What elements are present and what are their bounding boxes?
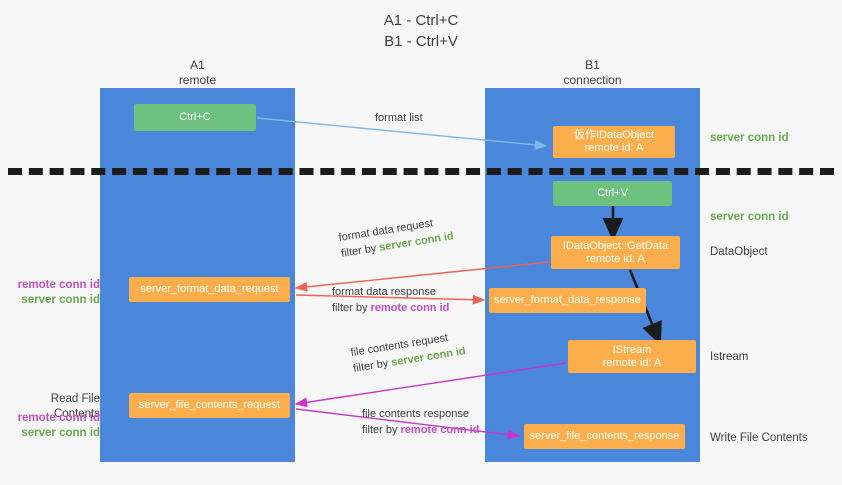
box-ctrl-v[interactable]: Ctrl+V bbox=[553, 181, 672, 206]
box-ctrl-c[interactable]: Ctrl+C bbox=[134, 104, 256, 131]
box-server-format-data-request[interactable]: server_format_data_request bbox=[129, 277, 290, 302]
label-server-conn-id-left-top: server conn id bbox=[21, 294, 100, 306]
annotation-format-data-response-text: format data response bbox=[332, 286, 436, 298]
box-ctrl-v-label: Ctrl+V bbox=[597, 187, 628, 199]
annotation-format-data-response-filter-key: remote conn id bbox=[370, 302, 450, 314]
column-b1-name: B1 bbox=[585, 58, 600, 72]
column-header-a1: A1 remote bbox=[100, 58, 295, 88]
column-a1-role: remote bbox=[178, 73, 217, 87]
column-header-b1: B1 connection bbox=[485, 58, 700, 88]
label-left-conn-ids-bottom: remote conn id server conn id bbox=[8, 411, 100, 441]
box-istream-line2: remote id: A bbox=[602, 356, 662, 369]
box-idataobject[interactable]: 仮作IDataObject remote id: A bbox=[553, 126, 675, 158]
label-remote-conn-id-bottom: remote conn id bbox=[17, 412, 100, 424]
page-title: A1 - Ctrl+C B1 - Ctrl+V bbox=[0, 10, 842, 52]
annotation-format-data-response-filter-prefix: filter by bbox=[332, 302, 371, 314]
box-getdata-line2: remote id: A bbox=[586, 252, 645, 265]
column-b1-role: connection bbox=[563, 73, 622, 87]
box-idataobject-line1: 仮作IDataObject bbox=[573, 129, 655, 141]
box-idataobject-line2: remote id: A bbox=[584, 142, 644, 154]
annotation-format-list-text: format list bbox=[375, 112, 423, 124]
annotation-file-contents-response-text: file contents response bbox=[362, 408, 470, 420]
box-getdata[interactable]: IDataObject::GetData remote id: A bbox=[551, 236, 680, 269]
title-line-1: A1 - Ctrl+C bbox=[383, 12, 459, 29]
annotation-format-data-request-filter-prefix: filter by bbox=[340, 241, 381, 260]
annotation-file-contents-response-filter-prefix: filter by bbox=[362, 424, 401, 436]
box-server-file-contents-response-label: server_file_contents_response bbox=[529, 430, 680, 442]
annotation-file-contents-response: file contents response filter by remote … bbox=[362, 406, 479, 438]
box-server-format-data-request-label: server_format_data_request bbox=[140, 283, 279, 295]
box-server-file-contents-response[interactable]: server_file_contents_response bbox=[524, 424, 685, 449]
label-left-conn-ids-top: remote conn id server conn id bbox=[8, 278, 100, 308]
label-write-file-contents: Write File Contents bbox=[710, 432, 808, 444]
label-data-object: DataObject bbox=[710, 246, 768, 258]
box-server-format-data-response-label: server_format_data_response bbox=[494, 294, 641, 306]
box-istream-line1: IStream bbox=[612, 343, 652, 356]
label-read-file-contents: Read File Contents bbox=[50, 393, 100, 420]
label-remote-conn-id-top: remote conn id bbox=[17, 279, 100, 291]
annotation-format-data-response: format data response filter by remote co… bbox=[332, 284, 449, 316]
annotation-file-contents-response-filter-key: remote conn id bbox=[400, 424, 480, 436]
label-istream: Istream bbox=[710, 351, 749, 363]
title-line-2: B1 - Ctrl+V bbox=[384, 33, 458, 50]
box-server-file-contents-request[interactable]: server_file_contents_request bbox=[129, 393, 290, 418]
annotation-format-list: format list bbox=[375, 110, 423, 126]
box-server-file-contents-request-label: server_file_contents_request bbox=[138, 399, 281, 411]
annotation-format-data-request: format data request filter by server con… bbox=[337, 212, 455, 261]
annotation-file-contents-request: file contents request filter by server c… bbox=[349, 327, 467, 376]
annotation-file-contents-request-filter-prefix: filter by bbox=[352, 356, 393, 375]
box-getdata-line1: IDataObject::GetData bbox=[562, 239, 669, 252]
phase-divider bbox=[8, 168, 834, 175]
box-ctrl-c-label: Ctrl+C bbox=[179, 111, 211, 123]
box-istream[interactable]: IStream remote id: A bbox=[568, 340, 696, 373]
column-a1-name: A1 bbox=[190, 58, 205, 72]
label-server-conn-id-mid: server conn id bbox=[710, 211, 789, 223]
label-server-conn-id-left-bottom: server conn id bbox=[21, 427, 100, 439]
box-server-format-data-response[interactable]: server_format_data_response bbox=[489, 288, 646, 313]
label-server-conn-id-top: server conn id bbox=[710, 132, 789, 144]
